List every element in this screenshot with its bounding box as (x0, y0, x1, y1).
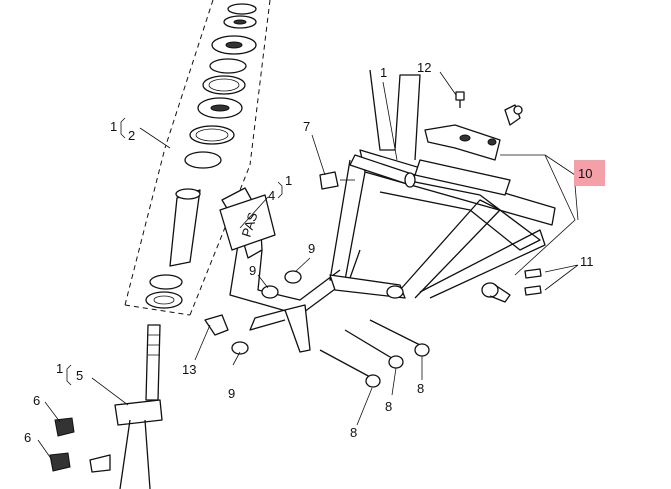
callout-13: 13 (182, 362, 196, 377)
callout-6-b: 6 (24, 430, 31, 445)
bolt-12 (455, 91, 465, 108)
label-sticker (319, 171, 339, 190)
callout-5: 5 (76, 368, 83, 383)
callout-2: 2 (128, 128, 135, 143)
callout-6-a: 6 (33, 393, 40, 408)
callout-1-for-4: 1 (285, 173, 292, 188)
highlight-callout-10 (574, 160, 605, 186)
seat-lock-assembly (424, 104, 523, 303)
front-fork (89, 324, 163, 489)
nuts-9 (231, 270, 302, 355)
callout-1-for-5: 1 (56, 361, 63, 376)
callout-7: 7 (303, 119, 310, 134)
callout-9-b: 9 (249, 263, 256, 278)
callout-1-frame: 1 (380, 65, 387, 80)
pas-decal: PAS (219, 194, 276, 251)
leader-lines (37, 71, 579, 461)
callout-12: 12 (417, 60, 431, 75)
reflectors (49, 417, 75, 472)
steering-bearings (145, 3, 257, 309)
callout-9-c: 9 (228, 386, 235, 401)
callout-8-b: 8 (385, 399, 392, 414)
callout-9-a: 9 (308, 241, 315, 256)
callout-8-a: 8 (417, 381, 424, 396)
callout-labels: 1 12 7 10 1 2 4 1 9 9 9 11 13 8 8 8 1 5 … (24, 60, 594, 445)
engine-bolts (319, 319, 430, 388)
cable-clip (204, 314, 229, 336)
decal-text: PAS (239, 210, 261, 239)
callout-8-c: 8 (350, 425, 357, 440)
screws-11 (524, 268, 542, 296)
steering-bearing-kit-outline (124, 0, 271, 316)
callout-1-for-2: 1 (110, 119, 117, 134)
callout-11: 11 (580, 254, 594, 269)
callout-4: 4 (268, 188, 275, 203)
callout-10: 10 (578, 166, 592, 181)
